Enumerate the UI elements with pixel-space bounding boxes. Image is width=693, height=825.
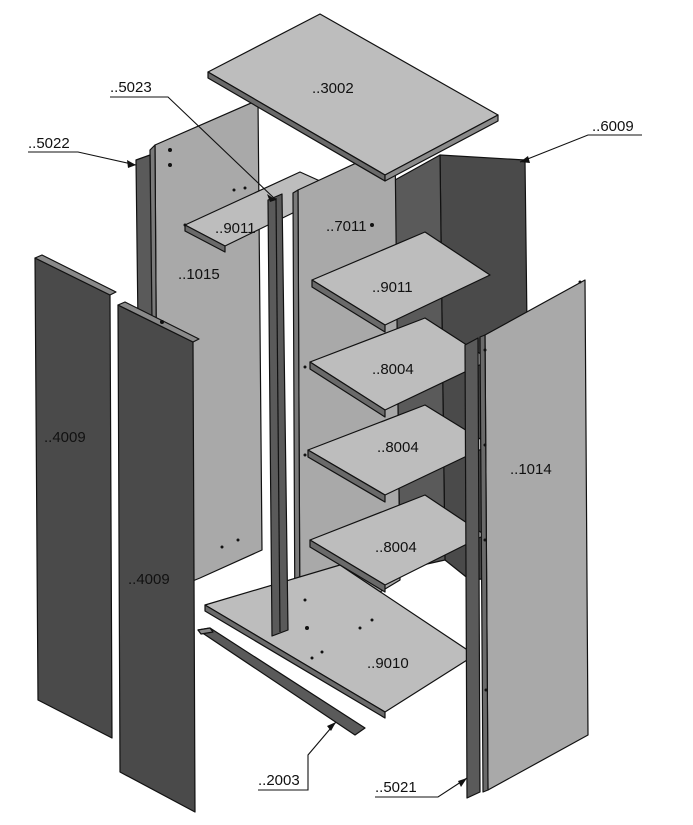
label-top-panel: ..3002 (312, 80, 354, 97)
callout-2003: ..2003 (258, 721, 337, 791)
callout-label-2003: ..2003 (258, 772, 300, 789)
shelf-8004-c-front (309, 539, 386, 593)
callout-label-5022: ..5022 (28, 135, 70, 152)
center-rail-groove (275, 197, 281, 633)
right-side-panel-edge (479, 334, 489, 793)
right-shelf-top-front (311, 279, 386, 333)
door-outer-edge (34, 254, 117, 296)
label-door-inner: ..4009 (128, 571, 170, 588)
hole-markers (160, 148, 582, 692)
label-left-side: ..1015 (178, 266, 220, 283)
right-rail (464, 337, 481, 799)
door-outer (34, 257, 113, 739)
label-right-shelf-top: ..9011 (372, 279, 413, 296)
door-inner (117, 304, 196, 813)
callout-6009: ..6009 (519, 118, 642, 163)
right-side-panel (484, 279, 589, 791)
left-rail (135, 154, 153, 326)
top-panel-side (384, 114, 499, 182)
label-door-outer: ..4009 (44, 429, 86, 446)
label-shelf-c: ..8004 (375, 539, 417, 556)
label-shelf-a: ..8004 (372, 361, 414, 378)
label-bottom-panel: ..9010 (367, 655, 409, 672)
shelf-8004-b-front (307, 449, 386, 503)
callout-label-5023: ..5023 (110, 79, 152, 96)
plinth-top (197, 627, 214, 635)
label-shelf-b: ..8004 (377, 439, 419, 456)
callout-5022: ..5022 (28, 135, 137, 168)
left-shelf-front (184, 224, 226, 253)
label-right-side: ..1014 (510, 461, 552, 478)
callout-label-6009: ..6009 (592, 118, 634, 135)
callout-5023: ..5023 (110, 79, 277, 202)
label-divider: ..7011 (326, 218, 367, 235)
callout-5021: ..5021 (375, 777, 468, 798)
label-left-shelf: ..9011 (215, 220, 256, 237)
shelf-8004-a-front (309, 361, 386, 418)
bottom-panel-front (204, 604, 386, 719)
callout-label-5021: ..5021 (375, 779, 417, 796)
door-inner-edge (117, 301, 200, 343)
